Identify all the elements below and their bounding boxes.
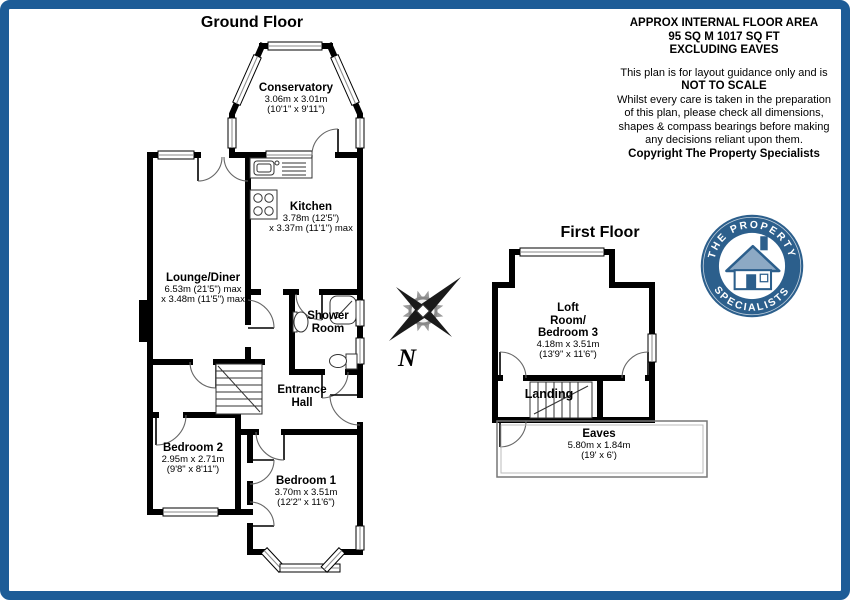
disclaimer-line: This plan is for layout guidance only an…: [620, 66, 828, 79]
window: [330, 53, 360, 107]
window: [157, 150, 195, 160]
first-floor-walls: [492, 249, 655, 423]
toilet: [329, 353, 358, 370]
kitchen-sink-unit: [249, 157, 313, 179]
compass-north-label: N: [397, 345, 417, 372]
info-panel: APPROX INTERNAL FLOOR AREA 95 SQ M 1017 …: [604, 17, 844, 161]
window: [519, 247, 605, 257]
room-label-conservatory: Conservatory 3.06m x 3.01m (10'1" x 9'11…: [258, 82, 334, 115]
basin: [292, 311, 309, 333]
room-label-lounge-diner: Lounge/Diner 6.53m (21'5") max x 3.48m (…: [161, 272, 245, 305]
room-label-eaves: Eaves 5.80m x 1.84m (19' x 6'): [567, 428, 631, 461]
first-floor-windows: [519, 247, 657, 363]
window: [355, 337, 365, 365]
room-label-bedroom-1: Bedroom 1 3.70m x 3.51m (12'2" x 11'6"): [274, 475, 338, 508]
room-label-bedroom-2: Bedroom 2 2.95m x 2.71m (9'8" x 8'11"): [161, 442, 225, 475]
floor-area-line: EXCLUDING EAVES: [669, 44, 779, 56]
ground-floor-title: Ground Floor: [200, 14, 304, 31]
window: [647, 333, 657, 363]
disclaimer-line: any decisions reliant upon them.: [645, 134, 803, 146]
disclaimer-line: shapes & compass bearings before making: [618, 120, 830, 133]
chimney-breast: [139, 300, 150, 342]
window: [355, 525, 365, 551]
window: [227, 117, 237, 149]
floor-area-line: 95 SQ M 1017 SQ FT: [668, 30, 780, 43]
compass-icon: [389, 277, 461, 341]
agency-logo: THE PROPERTY SPECIALISTS: [700, 214, 804, 318]
staircase-ground: [215, 363, 263, 415]
window: [355, 117, 365, 149]
ground-floor-doors: [155, 128, 361, 527]
floor-area-line: APPROX INTERNAL FLOOR AREA: [629, 17, 819, 29]
hob: [249, 189, 278, 220]
bay-window: [320, 547, 346, 573]
shower-cubicle: [329, 295, 357, 325]
disclaimer-line: NOT TO SCALE: [681, 80, 767, 92]
first-floor-title: First Floor: [560, 224, 640, 241]
room-label-landing: Landing: [524, 387, 574, 401]
disclaimer-line: of this plan, please check all dimension…: [624, 107, 824, 119]
disclaimer-line: Copyright The Property Specialists: [628, 147, 820, 160]
room-label-shower-room: Shower Room: [307, 310, 349, 335]
first-floor-doors: [499, 351, 649, 448]
room-label-entrance-hall: Entrance Hall: [277, 384, 327, 409]
eaves-outline: [496, 420, 708, 478]
window: [232, 53, 262, 107]
window: [162, 507, 219, 517]
window: [267, 41, 323, 51]
window: [355, 299, 365, 327]
room-label-loft-bedroom-3: Loft Room/ Bedroom 3 4.18m x 3.51m (13'9…: [536, 302, 600, 360]
logo-house-icon: [723, 236, 783, 304]
room-label-kitchen: Kitchen 3.78m (12'5") x 3.37m (11'1") ma…: [269, 201, 353, 234]
disclaimer-line: Whilst every care is taken in the prepar…: [617, 93, 831, 106]
staircase-first: [529, 381, 593, 419]
